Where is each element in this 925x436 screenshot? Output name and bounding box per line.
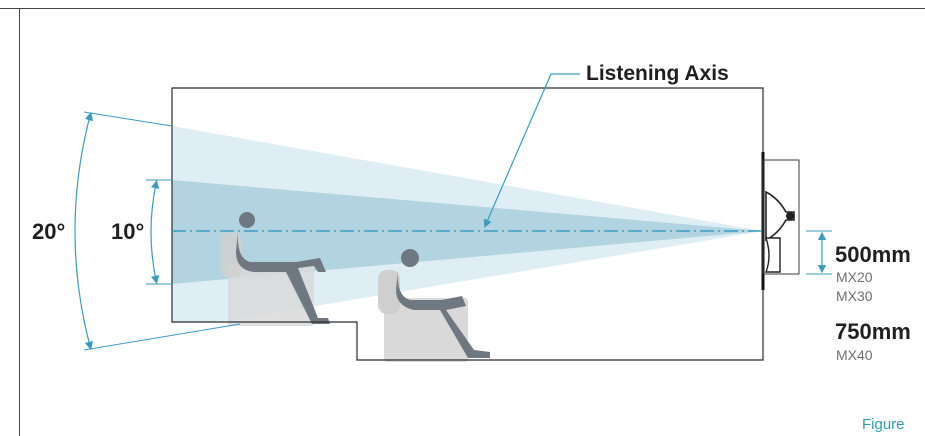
woofer-icon bbox=[764, 237, 781, 273]
listening-axis-label: Listening Axis bbox=[586, 62, 729, 85]
tweeter-driver bbox=[786, 212, 794, 220]
height-spec-2: 750mm MX40 bbox=[835, 319, 911, 363]
front-listener-body bbox=[236, 230, 330, 324]
angle-20-ext-bottom bbox=[83, 323, 241, 351]
figure-caption: Figure bbox=[862, 416, 905, 433]
model-name: MX40 bbox=[836, 347, 873, 363]
room-outline bbox=[171, 87, 764, 361]
front-chair-back bbox=[220, 232, 242, 278]
rear-listener-body bbox=[396, 270, 490, 358]
horn-tweeter-icon bbox=[765, 190, 795, 242]
model-name: MX30 bbox=[836, 288, 873, 304]
angle-20-arc bbox=[74, 111, 94, 351]
rear-chair-back bbox=[378, 270, 400, 314]
height-value: 500mm bbox=[835, 242, 911, 267]
angle-10-label: 10° bbox=[111, 219, 144, 244]
front-seat bbox=[220, 212, 330, 326]
front-listener-head bbox=[239, 212, 255, 228]
model-name: MX20 bbox=[836, 269, 873, 285]
angle-10-arc bbox=[150, 179, 160, 285]
rear-seat bbox=[378, 249, 490, 362]
angle-20-label: 20° bbox=[32, 219, 65, 244]
dispersion-cone-10deg bbox=[172, 180, 763, 284]
dispersion-cones bbox=[172, 126, 763, 330]
height-spec-1: 500mm MX20 MX30 bbox=[835, 242, 911, 304]
speaker-cabinet bbox=[762, 159, 800, 275]
rear-listener-head bbox=[401, 249, 419, 267]
height-value: 750mm bbox=[835, 319, 911, 344]
listening-axis-leader bbox=[483, 73, 580, 228]
angle-20-ext-top bbox=[83, 111, 173, 127]
